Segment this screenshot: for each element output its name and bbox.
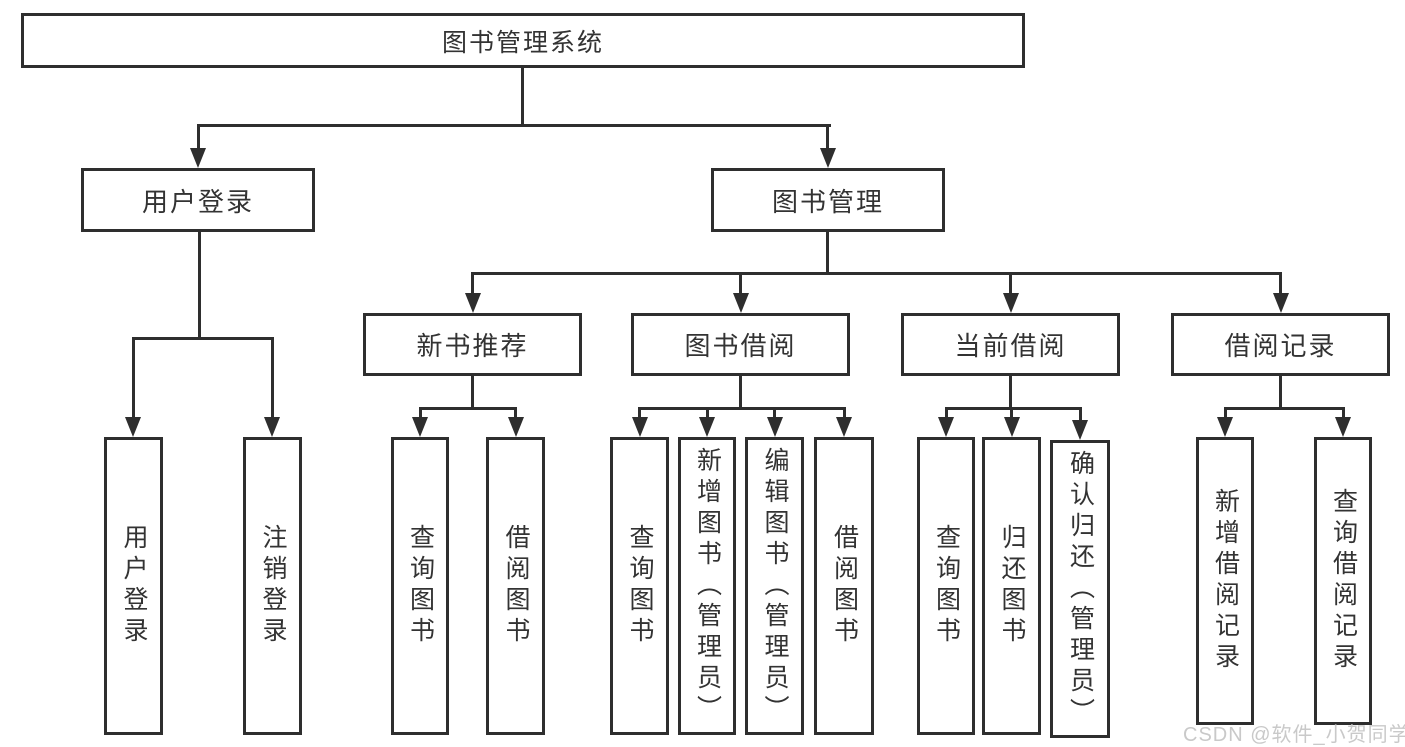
connector-l3-shaft — [1279, 272, 1282, 295]
leaf-edit-book-admin: 编辑图书（管理员） — [745, 437, 804, 735]
connector-book-mgmt-shaft — [826, 124, 829, 150]
connector-leaf-shaft — [1010, 407, 1013, 419]
arrow-down — [938, 417, 954, 437]
leaf-label: 查询图书 — [626, 524, 654, 648]
arrow-down — [836, 417, 852, 437]
connector-l3-shaft — [471, 272, 474, 295]
node-borrowing-records: 借阅记录 — [1171, 313, 1390, 376]
node-label: 图书管理系统 — [441, 28, 604, 57]
node-label: 新书推荐 — [416, 331, 529, 361]
leaf-query-books-recommend: 查询图书 — [391, 437, 449, 735]
connector-borrowing-vline — [739, 376, 742, 410]
leaf-label: 归还图书 — [998, 524, 1026, 648]
leaf-label: 注销登录 — [259, 524, 287, 648]
node-book-borrowing: 图书借阅 — [631, 313, 850, 376]
leaf-user-login: 用户登录 — [104, 437, 163, 735]
connector-current-vline — [1009, 376, 1012, 410]
arrow-down — [508, 417, 524, 437]
arrow-down — [632, 417, 648, 437]
leaf-add-book-admin: 新增图书（管理员） — [678, 437, 736, 735]
leaf-label: 查询图书 — [406, 524, 435, 648]
connector-recommend-hline — [419, 407, 517, 410]
node-label: 图书管理 — [771, 186, 884, 217]
leaf-add-borrow-record: 新增借阅记录 — [1196, 437, 1254, 725]
node-root: 图书管理系统 — [21, 13, 1025, 68]
leaf-logout: 注销登录 — [243, 437, 302, 735]
arrow-down — [1003, 293, 1019, 313]
leaf-label: 借阅图书 — [502, 524, 530, 648]
connector-leaf-shaft — [419, 407, 422, 419]
node-label: 图书借阅 — [684, 331, 797, 361]
node-user-login: 用户登录 — [81, 168, 315, 232]
connector-leaf-shaft — [1342, 407, 1345, 419]
connector-leaf-shaft — [132, 337, 135, 419]
leaf-confirm-return-admin: 确认归还（管理员） — [1050, 440, 1110, 738]
connector-leaf-shaft — [514, 407, 517, 419]
leaf-label: 编辑图书（管理员） — [761, 446, 789, 726]
leaf-label: 新增借阅记录 — [1211, 488, 1240, 674]
arrow-down — [1004, 417, 1020, 437]
node-new-book-recommendation: 新书推荐 — [363, 313, 582, 376]
arrow-down — [1217, 417, 1233, 437]
arrow-down — [412, 417, 428, 437]
node-label: 借阅记录 — [1224, 331, 1337, 361]
leaf-return-books: 归还图书 — [982, 437, 1041, 735]
arrow-down — [1335, 417, 1351, 437]
leaf-label: 新增图书（管理员） — [693, 446, 722, 726]
connector-leaf-shaft — [271, 337, 274, 419]
arrow-down — [767, 417, 783, 437]
connector-leaf-shaft — [706, 407, 709, 419]
arrow-down — [820, 148, 836, 168]
connector-leaf-shaft — [773, 407, 776, 419]
connector-l3-shaft — [1009, 272, 1012, 295]
connector-leaf-shaft — [1079, 407, 1082, 422]
connector-user-login-shaft — [197, 124, 200, 150]
connector-userlogin-hline — [132, 337, 274, 340]
leaf-query-borrow-record: 查询借阅记录 — [1314, 437, 1372, 725]
arrow-down — [699, 417, 715, 437]
connector-records-vline — [1279, 376, 1282, 410]
node-label: 用户登录 — [141, 186, 254, 217]
leaf-label: 确认归还（管理员） — [1066, 449, 1095, 729]
leaf-borrow-books-recommend: 借阅图书 — [486, 437, 545, 735]
node-current-borrowing: 当前借阅 — [901, 313, 1120, 376]
connector-leaf-shaft — [638, 407, 641, 419]
connector-root-vline — [521, 68, 524, 125]
connector-leaf-shaft — [945, 407, 948, 419]
leaf-query-books-borrowing: 查询图书 — [610, 437, 669, 735]
connector-root-hline — [197, 124, 831, 127]
arrow-down — [125, 417, 141, 437]
connector-bookmgmt-vline — [826, 232, 829, 275]
csdn-watermark: CSDN @软件_小贺同学 — [1183, 724, 1405, 746]
connector-borrowing-hline — [638, 407, 846, 410]
arrow-down — [190, 148, 206, 168]
connector-recommend-vline — [471, 376, 474, 410]
node-book-management: 图书管理 — [711, 168, 945, 232]
leaf-label: 用户登录 — [120, 524, 148, 648]
leaf-borrow-books-borrowing: 借阅图书 — [814, 437, 874, 735]
connector-records-hline — [1224, 407, 1345, 410]
connector-userlogin-vline — [198, 232, 201, 340]
leaf-label: 查询借阅记录 — [1329, 488, 1358, 674]
connector-current-hline — [945, 407, 1082, 410]
leaf-query-books-current: 查询图书 — [917, 437, 975, 735]
arrow-down — [733, 293, 749, 313]
connector-leaf-shaft — [1224, 407, 1227, 419]
arrow-down — [1273, 293, 1289, 313]
arrow-down — [1072, 420, 1088, 440]
leaf-label: 查询图书 — [932, 524, 961, 648]
connector-bookmgmt-hline — [471, 272, 1282, 275]
node-label: 当前借阅 — [954, 331, 1067, 361]
arrow-down — [465, 293, 481, 313]
arrow-down — [264, 417, 280, 437]
connector-leaf-shaft — [843, 407, 846, 419]
leaf-label: 借阅图书 — [830, 524, 859, 648]
connector-l3-shaft — [739, 272, 742, 295]
